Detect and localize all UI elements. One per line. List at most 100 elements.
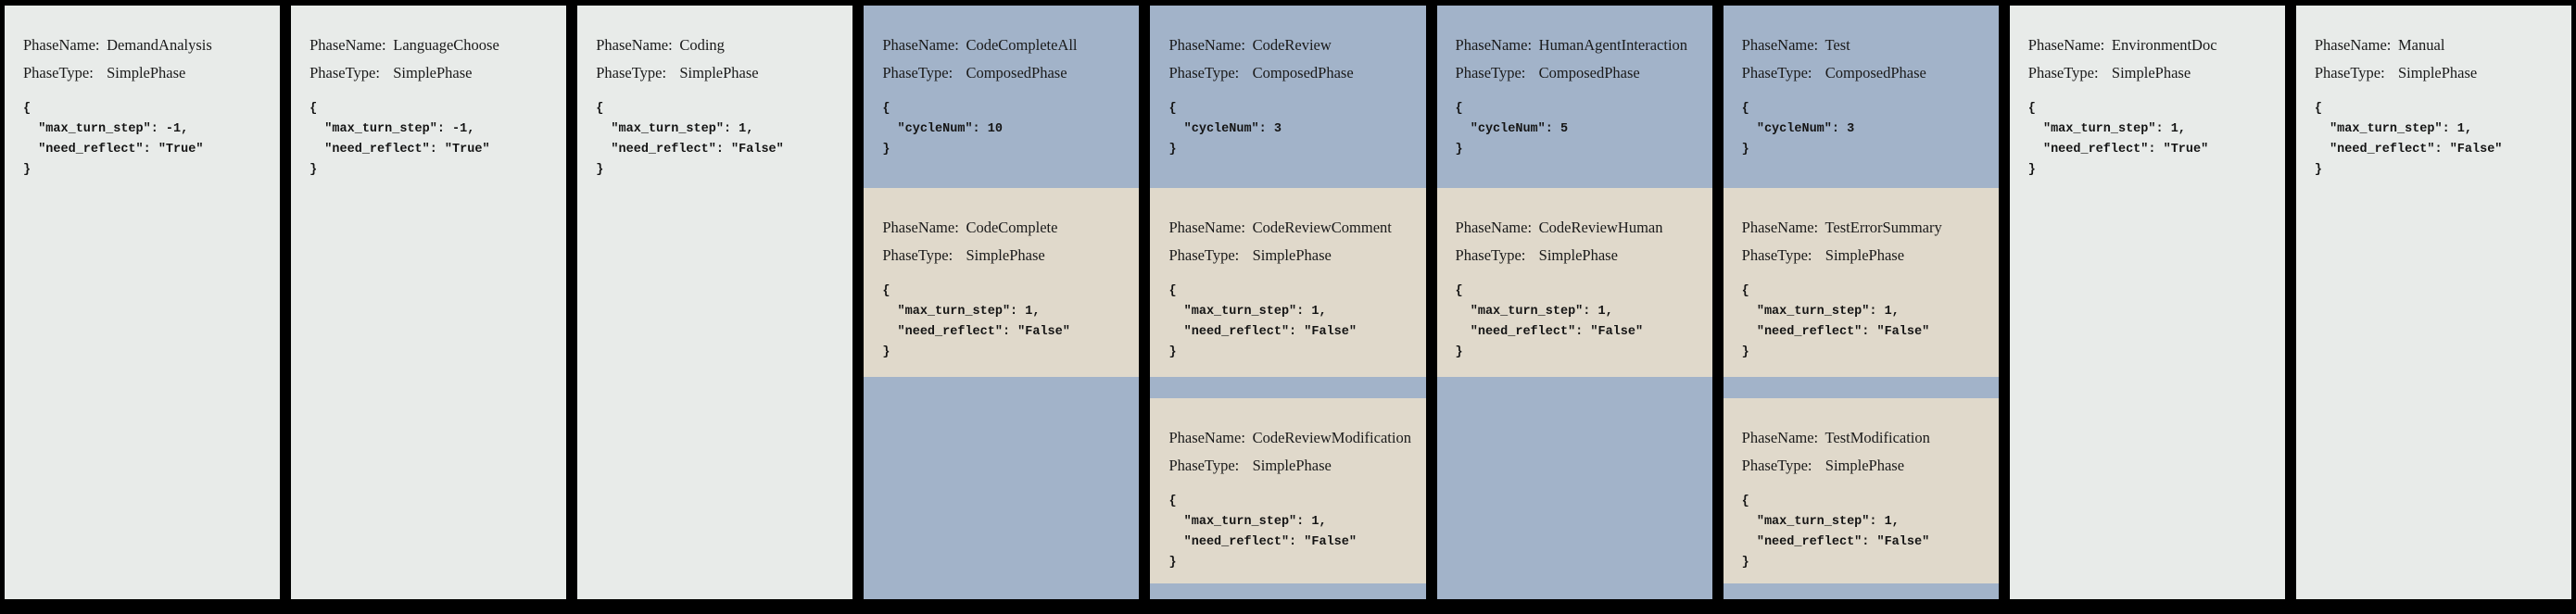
phase-name-row: PhaseName: CodeReviewModification xyxy=(1168,424,1416,452)
phase-type-label: PhaseType: xyxy=(596,64,667,81)
phase-name-row: PhaseName: CodeReview xyxy=(1168,31,1416,59)
phase-config-json: { "cycleNum": 3 } xyxy=(1741,102,1855,157)
phase-config-json: { "max_turn_step": -1, "need_reflect": "… xyxy=(23,102,204,177)
phase-card-demand-analysis: PhaseName: DemandAnalysis PhaseType: Sim… xyxy=(5,6,281,599)
phase-name-row: PhaseName: TestModification xyxy=(1742,424,1989,452)
phase-name-value: CodeReviewHuman xyxy=(1538,219,1663,236)
phase-name-value: CodeReview xyxy=(1252,36,1332,54)
phase-name-value: TestErrorSummary xyxy=(1825,219,1942,236)
phase-card-language-choose: PhaseName: LanguageChoose PhaseType: Sim… xyxy=(291,6,567,599)
phase-name-row: PhaseName: Test xyxy=(1742,31,1989,59)
cycle-gap xyxy=(1724,377,1999,398)
phase-name-value: LanguageChoose xyxy=(393,36,499,54)
phase-name-value: Manual xyxy=(2398,36,2445,54)
phase-type-label: PhaseType: xyxy=(309,64,380,81)
phase-type-value: ComposedPhase xyxy=(966,64,1067,81)
composed-phase-header: PhaseName: Test PhaseType: ComposedPhase… xyxy=(1724,6,1999,188)
phase-type-label: PhaseType: xyxy=(1741,457,1812,474)
phase-type-row: PhaseType: ComposedPhase xyxy=(1168,59,1416,87)
phase-type-label: PhaseType: xyxy=(882,64,953,81)
phase-type-label: PhaseType: xyxy=(1741,64,1812,81)
sub-phase-card-code-review-comment: PhaseName: CodeReviewComment PhaseType: … xyxy=(1150,188,1426,377)
phase-name-label: PhaseName: xyxy=(1168,219,1245,236)
phase-config-json: { "max_turn_step": 1, "need_reflect": "F… xyxy=(882,284,1070,359)
phase-name-label: PhaseName: xyxy=(2314,36,2392,54)
sub-phase-card-code-complete: PhaseName: CodeComplete PhaseType: Simpl… xyxy=(864,188,1140,377)
phase-info: PhaseName: EnvironmentDoc PhaseType: Sim… xyxy=(2010,6,2285,181)
phase-name-row: PhaseName: Coding xyxy=(596,31,843,59)
phase-name-label: PhaseName: xyxy=(23,36,100,54)
phase-type-row: PhaseType: SimplePhase xyxy=(596,59,843,87)
phase-card-code-review: PhaseName: CodeReview PhaseType: Compose… xyxy=(1150,6,1426,599)
phase-card-human-agent-interaction: PhaseName: HumanAgentInteraction PhaseTy… xyxy=(1436,6,1712,599)
phase-info: PhaseName: CodeReviewHuman PhaseType: Si… xyxy=(1437,188,1712,363)
phase-name-label: PhaseName: xyxy=(309,36,386,54)
phase-config-json: { "max_turn_step": 1, "need_reflect": "F… xyxy=(1168,495,1357,570)
phase-type-value: SimplePhase xyxy=(2111,64,2191,81)
phase-card-test: PhaseName: Test PhaseType: ComposedPhase… xyxy=(1723,6,1999,599)
phase-info: PhaseName: Manual PhaseType: SimplePhase… xyxy=(2296,6,2571,181)
phase-type-row: PhaseType: SimplePhase xyxy=(2315,59,2562,87)
phase-type-row: PhaseType: SimplePhase xyxy=(1168,452,1416,480)
phase-type-label: PhaseType: xyxy=(1741,246,1812,264)
phase-info: PhaseName: CodeCompleteAll PhaseType: Co… xyxy=(864,6,1139,160)
phase-name-label: PhaseName: xyxy=(882,36,959,54)
phase-name-row: PhaseName: CodeComplete xyxy=(882,214,1130,242)
sub-phase-card-test-error-summary: PhaseName: TestErrorSummary PhaseType: S… xyxy=(1723,188,1999,377)
phase-type-label: PhaseType: xyxy=(1168,64,1240,81)
phase-type-label: PhaseType: xyxy=(2314,64,2385,81)
phase-info: PhaseName: TestErrorSummary PhaseType: S… xyxy=(1724,188,1999,363)
phase-config-json: { "max_turn_step": 1, "need_reflect": "F… xyxy=(596,102,784,177)
phase-type-label: PhaseType: xyxy=(1455,64,1526,81)
phase-card-environment-doc: PhaseName: EnvironmentDoc PhaseType: Sim… xyxy=(2009,6,2285,599)
composed-phase-header: PhaseName: CodeReview PhaseType: Compose… xyxy=(1150,6,1425,188)
phase-name-value: TestModification xyxy=(1825,429,1930,446)
phase-type-value: SimplePhase xyxy=(966,246,1045,264)
phase-name-value: Coding xyxy=(679,36,725,54)
phase-name-row: PhaseName: Manual xyxy=(2315,31,2562,59)
phase-type-value: SimplePhase xyxy=(2398,64,2478,81)
phase-card-code-complete-all: PhaseName: CodeCompleteAll PhaseType: Co… xyxy=(864,6,1140,599)
phase-name-value: CodeReviewComment xyxy=(1252,219,1392,236)
phase-config-json: { "max_turn_step": 1, "need_reflect": "T… xyxy=(2027,102,2209,177)
phase-name-row: PhaseName: CodeCompleteAll xyxy=(882,31,1130,59)
phase-name-label: PhaseName: xyxy=(882,219,959,236)
phase-card-coding: PhaseName: Coding PhaseType: SimplePhase… xyxy=(577,6,853,599)
phase-name-label: PhaseName: xyxy=(1455,36,1533,54)
phase-name-value: CodeReviewModification xyxy=(1252,429,1411,446)
phase-info: PhaseName: DemandAnalysis PhaseType: Sim… xyxy=(5,6,280,181)
phase-type-value: SimplePhase xyxy=(107,64,186,81)
phase-type-value: SimplePhase xyxy=(1825,246,1905,264)
phase-type-value: ComposedPhase xyxy=(1252,64,1354,81)
phase-name-value: EnvironmentDoc xyxy=(2111,36,2217,54)
phase-config-json: { "cycleNum": 10 } xyxy=(882,102,1003,157)
sub-phase-card-code-review-modification: PhaseName: CodeReviewModification PhaseT… xyxy=(1150,398,1426,583)
phase-config-json: { "max_turn_step": 1, "need_reflect": "F… xyxy=(1168,284,1357,359)
phase-type-row: PhaseType: SimplePhase xyxy=(882,242,1130,269)
phase-name-row: PhaseName: CodeReviewHuman xyxy=(1456,214,1703,242)
phase-info: PhaseName: CodeReview PhaseType: Compose… xyxy=(1150,6,1425,160)
phase-name-label: PhaseName: xyxy=(1741,36,1819,54)
phase-type-row: PhaseType: SimplePhase xyxy=(1456,242,1703,269)
phase-info: PhaseName: LanguageChoose PhaseType: Sim… xyxy=(291,6,566,181)
phase-type-label: PhaseType: xyxy=(23,64,94,81)
phase-name-value: DemandAnalysis xyxy=(107,36,212,54)
cycle-gap xyxy=(1150,377,1425,398)
sub-phase-card-code-review-human: PhaseName: CodeReviewHuman PhaseType: Si… xyxy=(1436,188,1712,377)
phase-config-json: { "max_turn_step": -1, "need_reflect": "… xyxy=(309,102,490,177)
phase-type-row: PhaseType: SimplePhase xyxy=(1168,242,1416,269)
phase-type-value: ComposedPhase xyxy=(1538,64,1640,81)
phase-name-label: PhaseName: xyxy=(1741,219,1819,236)
phase-info: PhaseName: HumanAgentInteraction PhaseTy… xyxy=(1437,6,1712,160)
phase-name-row: PhaseName: CodeReviewComment xyxy=(1168,214,1416,242)
phase-type-row: PhaseType: ComposedPhase xyxy=(882,59,1130,87)
phase-config-json: { "max_turn_step": 1, "need_reflect": "F… xyxy=(2314,102,2503,177)
phase-type-row: PhaseType: SimplePhase xyxy=(309,59,557,87)
composed-phase-header: PhaseName: CodeCompleteAll PhaseType: Co… xyxy=(864,6,1139,188)
phase-type-label: PhaseType: xyxy=(2027,64,2099,81)
sub-phase-card-test-modification: PhaseName: TestModification PhaseType: S… xyxy=(1723,398,1999,583)
phase-info: PhaseName: Coding PhaseType: SimplePhase… xyxy=(577,6,852,181)
phase-config-json: { "max_turn_step": 1, "need_reflect": "F… xyxy=(1741,495,1930,570)
phase-type-row: PhaseType: SimplePhase xyxy=(2028,59,2276,87)
